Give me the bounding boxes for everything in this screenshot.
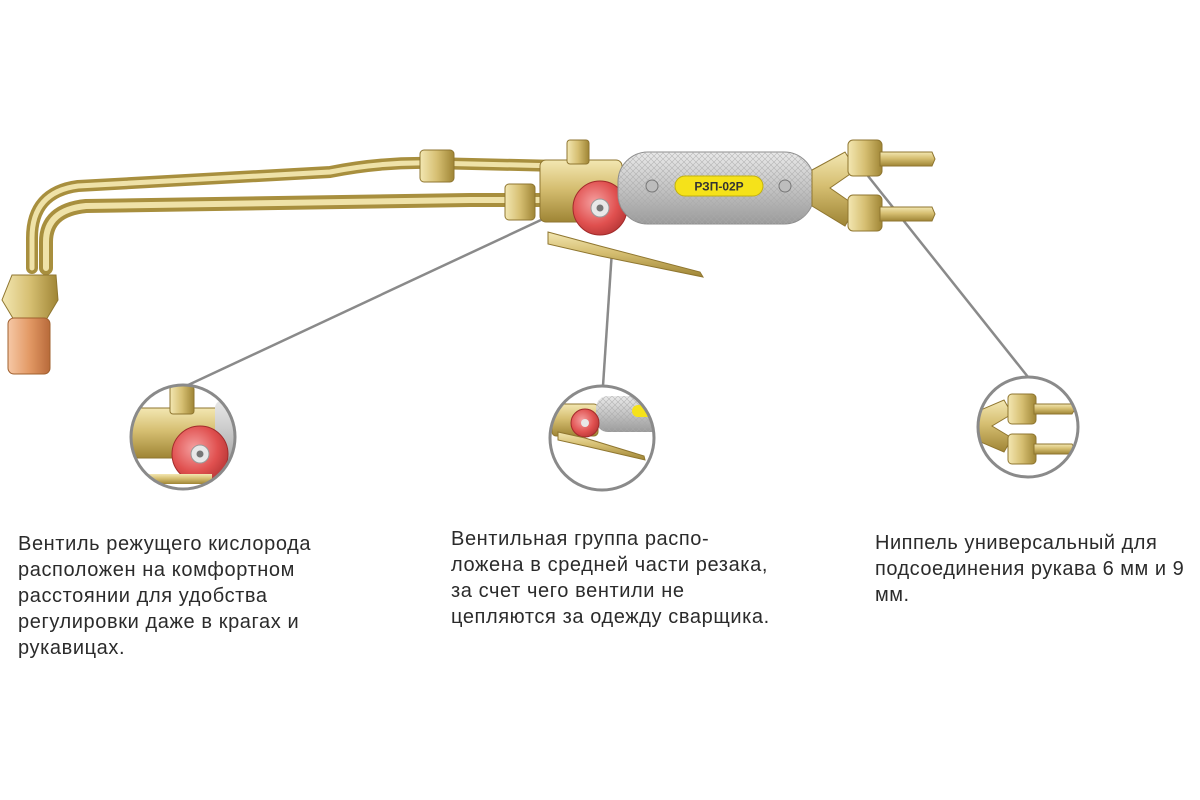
cutting-oxygen-lever [547,231,705,278]
callout-line-group [601,249,614,387]
lower-tube-nut [504,183,536,221]
caption-line: ложена в средней части резака, [451,554,768,576]
oxygen-nut [847,139,883,177]
model-badge [674,175,764,197]
zoom-circle-valve-group [548,384,656,492]
caption-oxygen-valve: Вентиль режущего кислорода расположен на… [18,531,348,661]
caption-line: расположен на комфортном [18,559,295,581]
lower-tube [39,193,567,275]
caption-valve-group: Вентильная группа распо- ложена в средне… [451,526,781,630]
caption-line: Вентиль режущего кислорода [18,533,312,555]
caption-line: цепляются за одежду сварщика. [451,606,770,628]
caption-line: за счет чего вентили не [451,580,685,602]
caption-line: подсоединения рукава 6 мм и 9 [875,558,1185,580]
oxygen-nipple [879,151,936,167]
caption-line: регулировки даже в крагах и [18,611,300,633]
caption-line: Ниппель универсальный для [875,532,1158,554]
upper-tube-nut [419,149,455,183]
zoom-circle-valve [129,383,237,491]
caption-line: рукавицах. [18,637,126,659]
nozzle-head [1,274,59,321]
zoom-circle-nipple [976,375,1080,479]
callout-line-nipple [867,175,1029,378]
fuel-nipple [879,206,936,222]
caption-line: Вентильная группа распо- [451,528,710,550]
caption-line: мм. [875,584,910,606]
model-label: РЗП-02Р [694,180,743,194]
caption-nipple: Ниппель универсальный для подсоединения … [875,530,1200,608]
handle-screw-left [645,179,659,193]
fuel-nut [847,194,883,232]
handle-screw-right [778,179,792,193]
caption-line: расстоянии для удобства [18,585,268,607]
rear-yoke [811,151,857,227]
copper-tip [7,317,51,375]
upper-tube [26,156,566,274]
torch: РЗП-02Р [1,139,936,375]
top-valve-stem [566,139,590,165]
callout-line-valve [185,196,589,388]
